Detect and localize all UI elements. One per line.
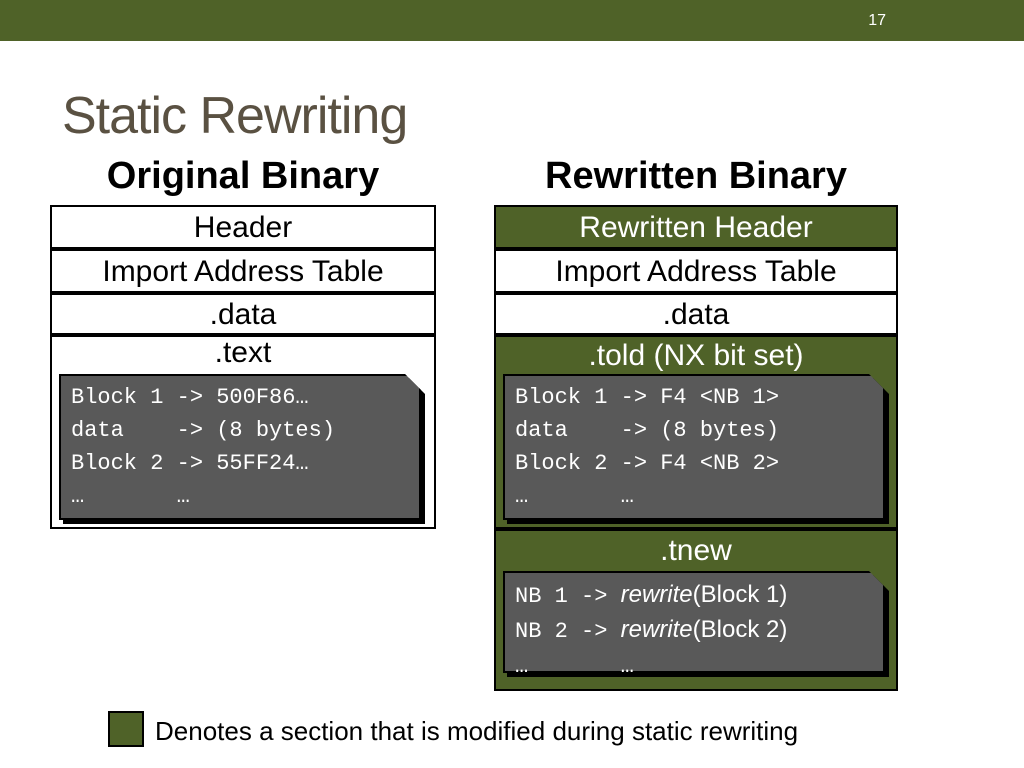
code-line: Block 1 -> F4 <NB 1> xyxy=(515,385,780,410)
rewritten-binary-heading: Rewritten Binary xyxy=(545,155,847,197)
code-line: data -> (8 bytes) xyxy=(71,418,336,443)
told-label: .told (NX bit set) xyxy=(588,339,804,372)
code-line: NB 2 -> rewrite(Block 2) xyxy=(515,616,788,644)
told-code-block: Block 1 -> F4 <NB 1> data -> (8 bytes) B… xyxy=(503,374,885,520)
slide-title: Static Rewriting xyxy=(62,87,408,145)
tnew-label: .tnew xyxy=(660,534,732,567)
code-line: Block 1 -> 500F86… xyxy=(71,385,309,410)
code-line: … … xyxy=(71,484,190,509)
rewritten-header-section: Rewritten Header xyxy=(494,205,898,249)
slide-number: 17 xyxy=(868,12,886,29)
code-line: Block 2 -> 55FF24… xyxy=(71,451,309,476)
rewritten-iat-section: Import Address Table xyxy=(494,249,898,293)
original-iat-section: Import Address Table xyxy=(50,249,436,293)
code-line: NB 1 -> rewrite(Block 1) xyxy=(515,581,788,609)
rewritten-data-section: .data xyxy=(494,293,898,335)
legend-swatch xyxy=(108,711,144,747)
code-line: data -> (8 bytes) xyxy=(515,418,780,443)
code-line: … … xyxy=(515,484,634,509)
legend-text: Denotes a section that is modified durin… xyxy=(155,716,799,746)
original-text-label: .text xyxy=(214,336,272,369)
original-binary-heading: Original Binary xyxy=(106,155,380,197)
original-header-section: Header xyxy=(50,205,436,249)
top-bar: 17 xyxy=(0,0,1024,41)
code-line: Block 2 -> F4 <NB 2> xyxy=(515,451,780,476)
tnew-code-block: NB 1 -> rewrite(Block 1) NB 2 -> rewrite… xyxy=(503,571,885,673)
original-data-section: .data xyxy=(50,293,436,335)
original-code-block: Block 1 -> 500F86… data -> (8 bytes) Blo… xyxy=(59,374,421,520)
code-line: … … xyxy=(515,654,634,679)
